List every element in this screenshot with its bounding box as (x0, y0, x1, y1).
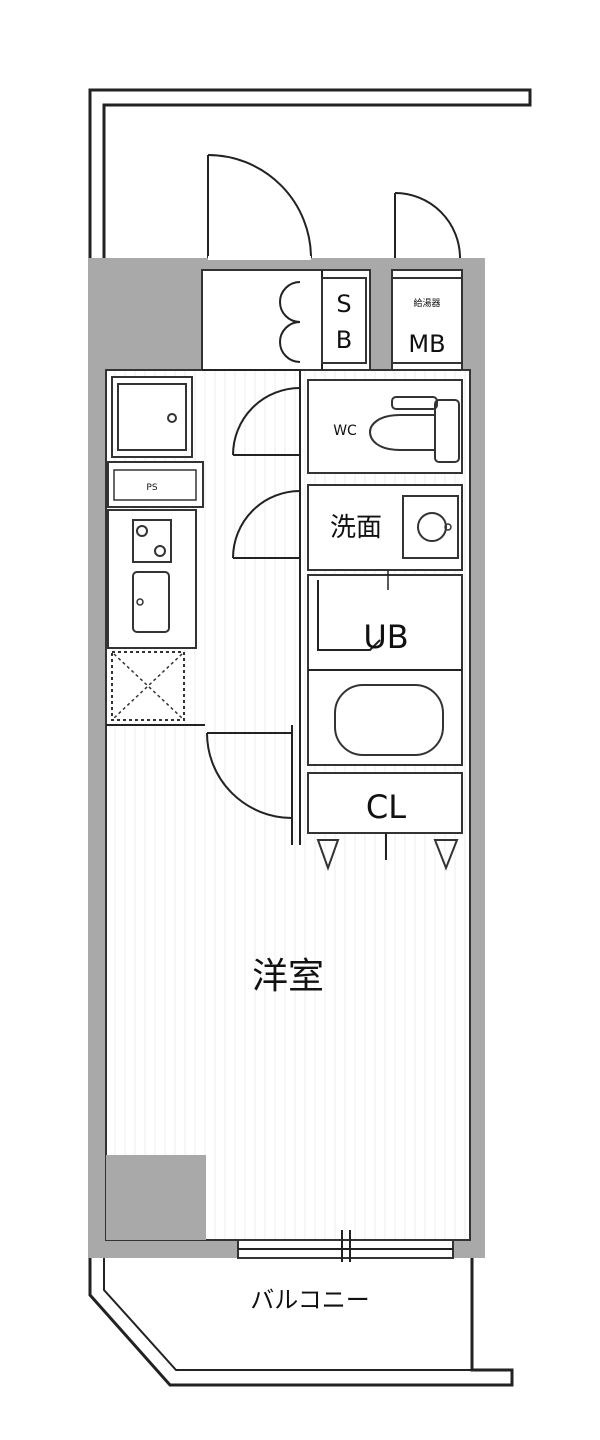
washroom-door (232, 490, 301, 559)
water-heater-label: 給湯器 (413, 297, 440, 309)
washroom: 洗面 (307, 484, 463, 571)
living-room-door (206, 732, 293, 819)
mb-label: MB (408, 330, 445, 358)
kitchen-counter (107, 509, 197, 649)
closet: CL (307, 772, 463, 871)
western-room-label: 洋室 (252, 956, 324, 997)
kitchen-sink (132, 571, 170, 633)
ps-label: PS (146, 483, 157, 493)
interior-walls (106, 370, 301, 845)
sb-label-line1: S (336, 290, 351, 318)
toilet-icon (368, 414, 436, 451)
stove (132, 519, 172, 563)
cl-label: CL (366, 788, 406, 826)
meter-box: 給湯器 MB (391, 277, 463, 364)
shoe-box: S B (321, 277, 367, 364)
unit-bath: UB (307, 570, 463, 766)
wc-label: WC (333, 423, 357, 439)
sb-label-line2: B (336, 326, 352, 354)
wash-basin-icon (417, 512, 447, 542)
wc-room: WC (307, 379, 463, 474)
entrance-door (207, 154, 312, 260)
wc-door (232, 387, 301, 456)
pipe-space: PS (107, 461, 204, 508)
entrance-corridor (88, 88, 532, 258)
washing-machine-space (111, 651, 185, 721)
balcony: バルコニー (88, 1258, 514, 1387)
ub-label: UB (363, 618, 408, 656)
balcony-label: バルコニー (250, 1286, 370, 1314)
meter-box-door (394, 192, 461, 259)
bathtub-icon (334, 684, 444, 756)
western-room: 洋室 (252, 956, 324, 997)
fridge-space (111, 376, 193, 458)
balcony-window (237, 1230, 454, 1262)
washroom-label: 洗面 (330, 513, 382, 543)
